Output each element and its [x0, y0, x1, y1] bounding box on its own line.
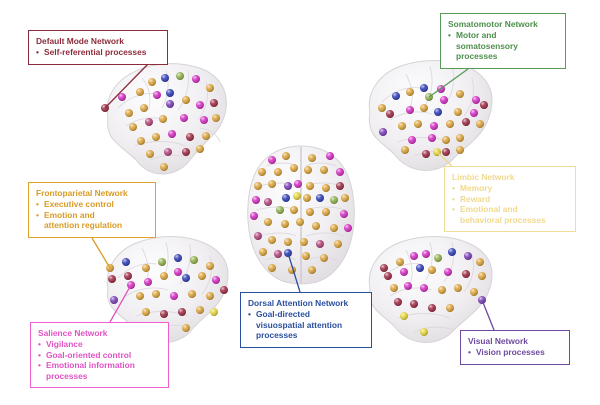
label-item: Emotion and — [36, 210, 148, 221]
label-title-default-mode: Default Mode Network — [36, 36, 124, 46]
label-item-continuation: processes — [456, 51, 498, 61]
label-item: Reward — [452, 194, 568, 205]
label-title-visual: Visual Network — [468, 336, 528, 346]
label-item: Emotional and — [452, 204, 568, 215]
label-item: Memory — [452, 183, 568, 194]
label-item-continuation: visuospatial attention — [256, 319, 343, 330]
label-box-limbic[interactable]: Limbic Network Memory Reward Emotional a… — [444, 166, 576, 232]
label-box-visual[interactable]: Visual Network Vision processes — [460, 330, 570, 365]
label-item: Vigilance — [38, 339, 161, 350]
brain-bottom-left-lateral — [106, 236, 229, 343]
brain-top-left-lateral — [101, 63, 227, 175]
label-items-limbic: Memory Reward Emotional and behavioral p… — [452, 183, 568, 225]
label-item-continuation: somatosensory — [456, 40, 518, 51]
label-box-dorsal-attention[interactable]: Dorsal Attention Network Goal-directed v… — [240, 292, 372, 348]
label-items-dorsal-attention: Goal-directed visuospatial attention pro… — [248, 309, 364, 341]
label-items-salience: Vigilance Goal-oriented control Emotiona… — [38, 339, 161, 381]
brain-center-axial — [247, 145, 355, 285]
label-items-frontoparietal: Executive control Emotion and attention … — [36, 199, 148, 231]
label-item: Goal-directed — [248, 309, 364, 320]
label-box-frontoparietal[interactable]: Frontoparietal Network Executive control… — [28, 182, 156, 238]
label-item: Motor and — [448, 30, 558, 41]
label-item-continuation: behavioral processes — [460, 214, 546, 225]
label-item: Executive control — [36, 199, 148, 210]
label-item-continuation: attention regulation — [44, 220, 123, 230]
label-item-continuation: processes — [46, 370, 88, 381]
label-item: Vision processes — [468, 347, 562, 358]
label-item: Goal-oriented control — [38, 350, 161, 361]
label-box-somatomotor[interactable]: Somatomotor Network Motor and somatosens… — [440, 13, 566, 69]
label-item: Self-referential processes — [36, 47, 160, 58]
network-nodes-bottom-right — [380, 248, 486, 336]
label-box-default-mode[interactable]: Default Mode Network Self-referential pr… — [28, 30, 168, 65]
brain-top-right-lateral — [368, 60, 493, 171]
label-title-dorsal-attention: Dorsal Attention Network — [248, 298, 349, 308]
label-title-limbic: Limbic Network — [452, 172, 515, 182]
label-item: Emotional information — [38, 360, 161, 371]
label-items-default-mode: Self-referential processes — [36, 47, 160, 58]
label-title-frontoparietal: Frontoparietal Network — [36, 188, 128, 198]
label-item-continuation: processes — [256, 330, 298, 340]
label-items-visual: Vision processes — [468, 347, 562, 358]
label-title-salience: Salience Network — [38, 328, 108, 338]
label-items-somatomotor: Motor and somatosensory processes — [448, 30, 558, 62]
label-title-somatomotor: Somatomotor Network — [448, 19, 538, 29]
brain-bottom-right-lateral — [368, 236, 493, 343]
label-box-salience[interactable]: Salience Network Vigilance Goal-oriented… — [30, 322, 169, 388]
